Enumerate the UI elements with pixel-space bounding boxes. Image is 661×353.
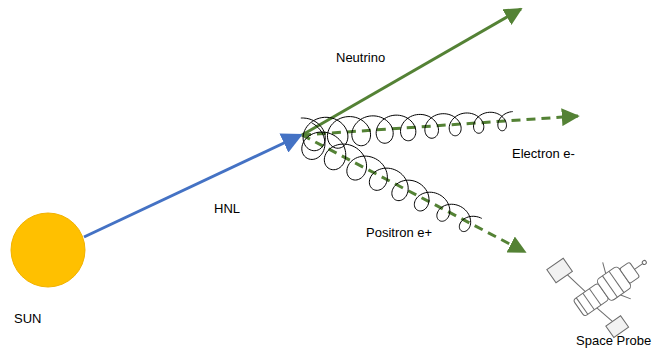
positron-arrow [302,135,525,252]
charge-helix [302,123,482,232]
sun-node: SUN [10,212,86,288]
sun-circle [10,212,86,288]
sun-disc [11,213,85,287]
space-probe-icon [547,220,661,346]
helix-group [301,112,513,232]
particle-label: Electron e- [512,146,575,162]
hnl-arrow [84,135,301,237]
particle-label: Space Probe [576,333,651,349]
particle-label: Neutrino [336,50,385,66]
particle-label: HNL [214,201,240,217]
node-label: SUN [14,311,41,327]
charge-helix [301,112,513,151]
particle-label: Positron e+ [366,225,432,241]
